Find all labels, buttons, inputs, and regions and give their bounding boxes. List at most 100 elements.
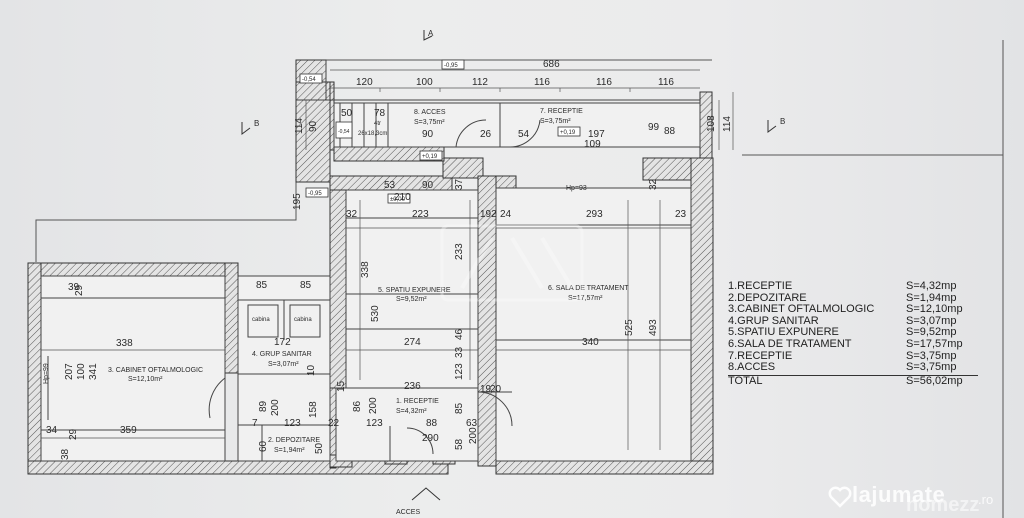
legend-room-name: 4.GRUP SANITAR <box>728 314 819 327</box>
level-l5: +0,19 <box>560 130 576 136</box>
level-l3: -0,54 <box>338 129 350 135</box>
legend-total-area: S=56,02mp <box>906 374 963 387</box>
room-sala-tratament <box>495 187 692 462</box>
dim-acces-8: 88 <box>664 126 676 137</box>
level-l2: -0,95 <box>444 63 458 69</box>
dim-50: 50 <box>314 442 325 454</box>
legend-room-area: S=3,07mp <box>906 314 957 327</box>
label-cabinet-name: 3. CABINET OFTALMOLOGIC <box>108 367 203 374</box>
dim-acces-4: 26 <box>480 129 492 140</box>
label-sanitar-area: S=3,07m² <box>268 361 299 368</box>
label-receptie7-name: 7. RECEPTIE <box>540 108 583 115</box>
dim-24: 24 <box>500 209 512 220</box>
legend-room-name: 6.SALA DE TRATAMENT <box>728 337 852 350</box>
dim-525: 525 <box>624 319 635 336</box>
dim-274: 274 <box>404 337 421 348</box>
legend-row: 5.SPATIU EXPUNERE S=9,52mp <box>728 327 978 339</box>
label-depozitare-name: 2. DEPOZITARE <box>268 437 320 444</box>
dim-32-b: 32 <box>648 178 659 190</box>
dim-123-c: 123 <box>284 418 301 429</box>
level-l4: +0,19 <box>422 154 438 160</box>
dim-200-c: 200 <box>270 399 281 416</box>
label-cabina-2: cabina <box>294 317 312 323</box>
dim-86: 86 <box>352 400 363 412</box>
dim-39: 39 <box>68 282 80 293</box>
room-receptie-7 <box>499 102 701 148</box>
dim-90-left: 90 <box>308 120 319 132</box>
dim-338-v: 338 <box>360 261 371 278</box>
label-receptie7-area: S=3,75m² <box>540 118 571 125</box>
dim-114-right: 114 <box>722 116 733 132</box>
label-cabina-1: cabina <box>252 317 270 323</box>
legend-room-name: 2.DEPOZITARE <box>728 291 807 304</box>
level-boxes <box>299 59 581 204</box>
legend-room-area: S=12,10mp <box>906 303 963 316</box>
label-hp-2: Hp=99 <box>43 363 50 384</box>
dim-acces-1: 50 <box>341 108 353 119</box>
dim-58: 58 <box>454 438 465 450</box>
dim-108: 108 <box>706 115 717 132</box>
label-spatiu-name: 5. SPATIU EXPUNERE <box>378 287 451 294</box>
dim-top-6: 116 <box>658 77 674 88</box>
label-stair-size: 26x18,3cm <box>358 131 387 137</box>
section-b-left: B <box>254 119 259 128</box>
section-letters: B B A ACCES <box>254 29 785 516</box>
legend-room-area: S=3,75mp <box>906 361 957 374</box>
heart-icon <box>828 486 852 508</box>
dim-123-b: 123 <box>366 418 383 429</box>
level-l6: ±0,00 <box>390 197 406 203</box>
label-cabinet-area: S=12,10m² <box>128 376 163 383</box>
legend-room-area: S=9,52mp <box>906 326 957 339</box>
legend-room-name: 8.ACCES <box>728 361 776 374</box>
watermark-suffix: .ro <box>978 492 994 507</box>
dim-530: 530 <box>370 305 381 322</box>
dim-359: 359 <box>120 425 137 436</box>
area-legend: 1.RECEPTIE S=4,32mp 2.DEPOZITARE S=1,94m… <box>728 280 978 387</box>
entrance-label: ACCES <box>396 509 420 516</box>
dim-32-a: 32 <box>346 209 358 220</box>
dimension-texts: 686 120 100 112 116 116 116 50 78 90 26 … <box>46 59 733 460</box>
label-receptie-name: 1. RECEPTIE <box>396 398 439 405</box>
legend-room-area: S=4,32mp <box>906 280 957 292</box>
dim-38: 38 <box>60 448 71 460</box>
label-receptie-area: S=4,32m² <box>396 408 427 415</box>
dim-172: 172 <box>274 337 291 348</box>
dim-207: 207 <box>64 363 75 380</box>
dim-223: 223 <box>412 209 429 220</box>
dim-89: 89 <box>258 400 269 412</box>
legend-total-label: TOTAL <box>728 374 763 387</box>
dim-acces-7: 99 <box>648 122 660 133</box>
dim-341: 341 <box>88 363 99 380</box>
dim-acces-5: 54 <box>518 129 530 140</box>
dim-spatiu-90: 90 <box>422 180 434 191</box>
dim-233: 233 <box>454 243 465 260</box>
dim-236: 236 <box>404 381 421 392</box>
label-depozitare-area: S=1,94m² <box>274 447 305 454</box>
dim-109: 109 <box>584 139 601 150</box>
dim-210: 210 <box>394 192 411 203</box>
dim-20: 20 <box>490 384 502 395</box>
dim-7: 7 <box>252 418 258 429</box>
legend-row: 3.CABINET OFTALMOLOGIC S=12,10mp <box>728 304 978 316</box>
section-b-right: B <box>780 117 785 126</box>
section-markers <box>241 30 777 501</box>
dim-top-3: 112 <box>472 77 488 88</box>
room-depozitare <box>237 373 331 462</box>
legend-room-name: 7.RECEPTIE <box>728 349 793 362</box>
dim-top-total: 686 <box>543 59 560 70</box>
dim-top-1: 120 <box>356 77 373 88</box>
dim-60: 60 <box>258 440 269 452</box>
dim-29-b: 29 <box>68 428 79 440</box>
section-a-top: A <box>428 29 434 38</box>
legend-room-area: S=1,94mp <box>906 291 957 304</box>
dim-top-2: 100 <box>416 77 433 88</box>
label-sala-area: S=17,57m² <box>568 295 603 302</box>
level-texts: -0,54 -0,95 -0,54 +0,19 +0,19 ±0,00 -0,9… <box>302 63 576 203</box>
dim-acces-6: 197 <box>588 129 605 140</box>
label-sala-name: 6. SALA DE TRATAMENT <box>548 285 629 292</box>
legend-room-area: S=3,75mp <box>906 349 957 362</box>
dim-340: 340 <box>582 337 599 348</box>
legend-row: 7.RECEPTIE S=3,75mp <box>728 349 978 363</box>
dim-290: 290 <box>422 433 439 444</box>
